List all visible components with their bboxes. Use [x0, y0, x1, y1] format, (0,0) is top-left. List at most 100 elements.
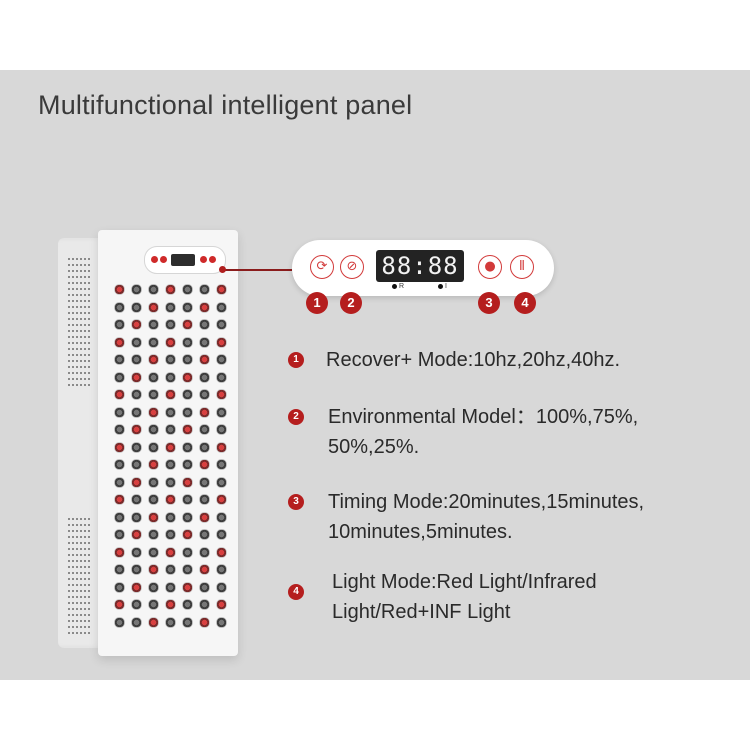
led-bulb — [216, 371, 227, 383]
led-bulb — [182, 301, 193, 313]
led-bulb — [114, 616, 125, 628]
led-bulb — [114, 284, 125, 295]
led-bulb — [148, 459, 159, 470]
feature-light-mode: Light Mode:Red Light/Infrared Light/Red+… — [332, 571, 597, 623]
led-bulb — [216, 319, 227, 330]
led-bulb — [148, 406, 159, 418]
feature-recover-mode: Recover+ Mode:10hz,20hz,40hz. — [326, 349, 621, 371]
led-bulb — [182, 441, 193, 453]
red-indicator-label: R — [392, 283, 404, 290]
mini-button-icon — [160, 256, 167, 263]
led-bulb — [114, 546, 125, 558]
led-bulb — [199, 511, 210, 523]
led-bulb — [131, 564, 142, 575]
number-badge-4: 4 — [514, 292, 536, 314]
led-bulb — [131, 529, 142, 540]
led-bulb — [216, 546, 227, 558]
led-bulb — [148, 371, 159, 383]
led-bulb — [165, 494, 176, 505]
led-bulb — [182, 424, 193, 435]
led-bulb — [165, 441, 176, 453]
led-bulb — [165, 354, 176, 365]
led-bulb — [131, 441, 142, 453]
led-bulb — [148, 476, 159, 488]
recover-mode-icon[interactable]: ⟳ — [310, 255, 334, 279]
led-bulb — [182, 336, 193, 348]
mini-control-panel — [144, 246, 226, 274]
led-bulb — [131, 581, 142, 593]
led-bulb — [131, 459, 142, 470]
led-bulb — [148, 319, 159, 330]
led-bulb — [165, 319, 176, 330]
timer-icon[interactable]: ● — [478, 255, 502, 279]
led-bulb — [131, 476, 142, 488]
mini-button-icon — [209, 256, 216, 263]
feature-bullet-4: 4 — [288, 584, 304, 600]
led-bulb — [199, 284, 210, 295]
number-badge-2: 2 — [340, 292, 362, 314]
led-bulb — [148, 441, 159, 453]
led-bulb — [199, 441, 210, 453]
led-bulb — [165, 546, 176, 558]
led-bulb — [199, 424, 210, 435]
product-scene: Multifunctional intelligent panel ⟳ — [0, 70, 750, 680]
upper-vents — [68, 258, 92, 390]
led-bulb — [199, 564, 210, 575]
led-bulb — [114, 424, 125, 435]
device-front — [98, 230, 238, 656]
time-display: 88:88 — [376, 250, 464, 282]
led-bulb — [114, 336, 125, 348]
led-bulb — [131, 424, 142, 435]
control-panel: ⟳ ⊘ 88:88 R I ● ⦀ — [292, 240, 554, 296]
led-bulb — [199, 581, 210, 593]
led-bulb — [165, 336, 176, 348]
led-bulb — [216, 389, 227, 400]
led-bulb — [182, 371, 193, 383]
led-grid — [114, 284, 232, 634]
environment-mode-icon[interactable]: ⊘ — [340, 255, 364, 279]
led-bulb — [148, 354, 159, 365]
led-bulb — [114, 599, 125, 610]
led-bulb — [131, 336, 142, 348]
led-bulb — [165, 371, 176, 383]
number-badge-3: 3 — [478, 292, 500, 314]
led-bulb — [199, 336, 210, 348]
led-bulb — [165, 406, 176, 418]
led-bulb — [182, 319, 193, 330]
led-bulb — [114, 459, 125, 470]
led-bulb — [114, 319, 125, 330]
led-bulb — [165, 581, 176, 593]
led-bulb — [148, 336, 159, 348]
led-bulb — [114, 581, 125, 593]
light-mode-icon[interactable]: ⦀ — [510, 255, 534, 279]
led-bulb — [182, 581, 193, 593]
led-bulb — [216, 406, 227, 418]
led-bulb — [114, 494, 125, 505]
led-bulb — [216, 616, 227, 628]
led-bulb — [148, 511, 159, 523]
led-bulb — [216, 301, 227, 313]
led-bulb — [182, 616, 193, 628]
led-bulb — [216, 336, 227, 348]
led-bulb — [131, 371, 142, 383]
led-bulb — [114, 406, 125, 418]
device-side — [58, 238, 104, 648]
feature-bullet-3: 3 — [288, 494, 304, 510]
led-bulb — [148, 494, 159, 505]
led-bulb — [182, 406, 193, 418]
led-bulb — [148, 424, 159, 435]
infrared-indicator-label: I — [438, 283, 447, 290]
led-bulb — [114, 301, 125, 313]
page-title: Multifunctional intelligent panel — [38, 90, 413, 120]
number-badge-1: 1 — [306, 292, 328, 314]
led-bulb — [199, 494, 210, 505]
led-bulb — [199, 546, 210, 558]
led-bulb — [199, 459, 210, 470]
led-bulb — [182, 494, 193, 505]
led-bulb — [182, 459, 193, 470]
led-bulb — [216, 529, 227, 540]
led-bulb — [114, 441, 125, 453]
led-bulb — [199, 354, 210, 365]
led-bulb — [131, 354, 142, 365]
led-bulb — [182, 564, 193, 575]
